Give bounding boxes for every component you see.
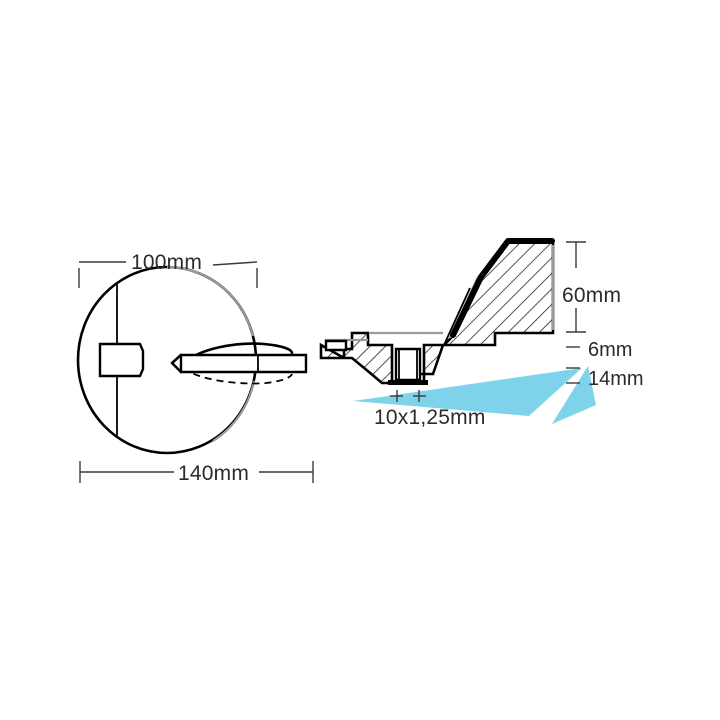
section-fin-leading-edge	[450, 238, 511, 338]
dim-100-label: 100mm	[131, 251, 202, 274]
dimension-100mm: 100mm	[78, 251, 258, 288]
section-body-hatched	[319, 238, 555, 385]
blade-lower-hidden-curve	[182, 367, 293, 385]
front-view-group	[76, 265, 308, 455]
cyan-accent-overlay	[353, 366, 596, 424]
dimension-6mm: 6mm	[566, 339, 632, 369]
dim-60-label: 60mm	[562, 284, 621, 307]
disc-highlight-arc-lower	[212, 380, 256, 442]
dimension-60mm: 60mm	[562, 241, 621, 333]
dim-thread-label: 10x1,25mm	[374, 406, 486, 429]
disc-keyway-notch	[98, 342, 145, 378]
cyan-triangle-upper	[353, 368, 582, 416]
boss-bottom-flange	[388, 380, 428, 385]
dim-140-label: 140mm	[178, 462, 249, 485]
section-internal-line	[443, 287, 471, 346]
blade-bar	[179, 353, 308, 374]
dimension-thread: 10x1,25mm	[374, 390, 486, 429]
dim-100-line-right	[212, 261, 258, 266]
dim-6-label: 6mm	[588, 339, 632, 361]
dim-14-label: 14mm	[588, 368, 644, 390]
section-left-step-notch	[324, 339, 348, 352]
cyan-triangle-lower	[552, 366, 596, 424]
dimension-140mm: 140mm	[79, 461, 314, 485]
section-view-group	[319, 238, 555, 385]
dimension-14mm: 14mm	[566, 368, 644, 390]
disc-highlight-arc	[166, 265, 255, 337]
blade-upper-curve	[179, 342, 294, 368]
blade-tip	[170, 353, 183, 374]
